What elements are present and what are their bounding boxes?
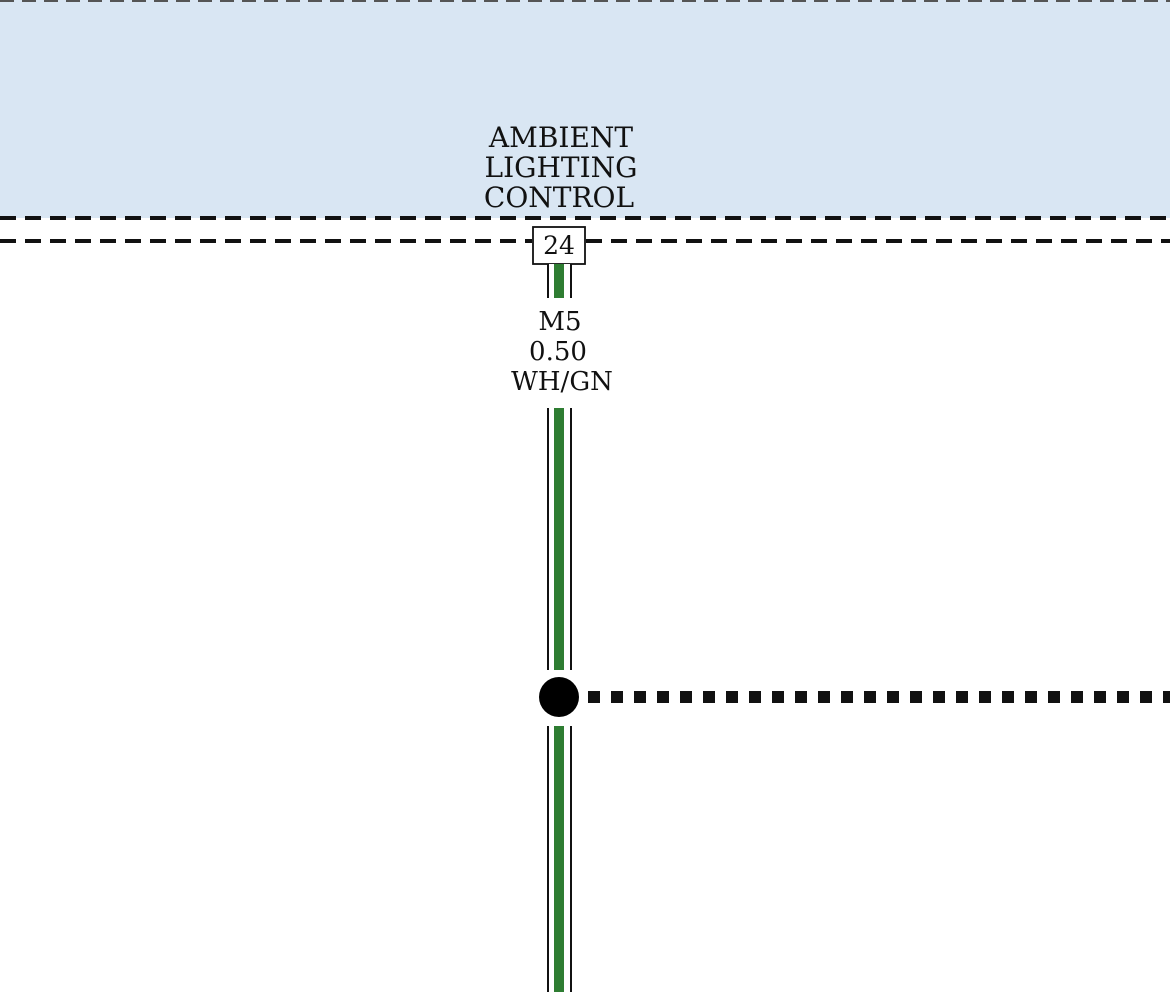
wire-segment-upper[interactable] <box>547 264 572 298</box>
wire-color-code: WH/GN <box>511 367 613 397</box>
wire-label: M5 0.50 WH/GN <box>511 307 613 397</box>
connector-pin-24[interactable]: 24 <box>532 226 586 265</box>
module-name-line-2: LIGHTING <box>484 151 637 184</box>
module-background <box>0 0 1170 218</box>
wire-segment-lower[interactable] <box>547 726 572 992</box>
module-ambient-lighting-control[interactable]: AMBIENT LIGHTING CONTROL <box>0 0 1170 220</box>
pin-box <box>532 226 586 265</box>
pin-number: 24 <box>543 231 575 260</box>
module-name-line-1: AMBIENT <box>488 121 633 154</box>
wire-stripe <box>554 408 564 670</box>
module-name-line-3: CONTROL <box>484 181 634 214</box>
splice-dot-icon <box>539 677 579 717</box>
wire-stripe <box>554 264 564 298</box>
wire-segment-middle[interactable] <box>547 408 572 670</box>
wire-stripe <box>554 726 564 992</box>
wire-gauge: 0.50 <box>529 337 587 367</box>
wire-circuit-number: M5 <box>538 307 581 337</box>
splice-point[interactable] <box>539 677 579 717</box>
